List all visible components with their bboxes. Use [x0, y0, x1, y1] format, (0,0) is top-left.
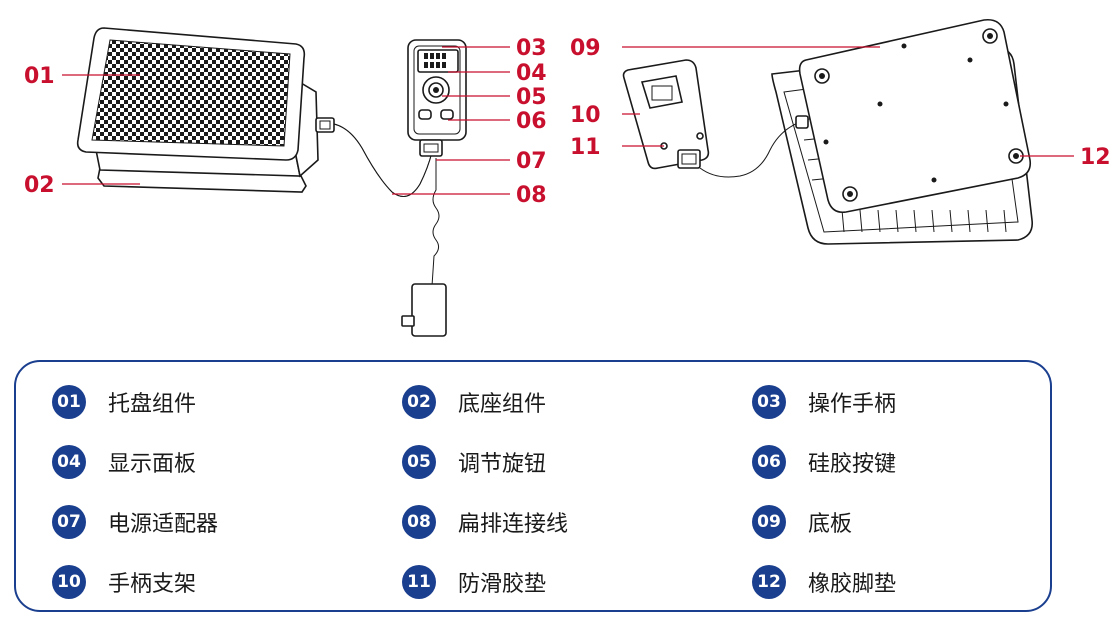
legend-badge: 06	[752, 445, 786, 479]
legend-item: 06 硅胶按键	[752, 442, 1082, 482]
legend-badge: 02	[402, 385, 436, 419]
bottom-view-assembly	[699, 18, 1034, 245]
legend-item: 08 扁排连接线	[402, 502, 752, 542]
legend-label: 扁排连接线	[458, 512, 569, 537]
callout-01: 01	[24, 64, 55, 89]
legend-item: 05 调节旋钮	[402, 442, 752, 482]
callout-09: 09	[570, 36, 601, 61]
legend-item: 11 防滑胶垫	[402, 562, 752, 602]
legend-badge: 11	[402, 565, 436, 599]
legend-badge: 03	[752, 385, 786, 419]
legend-badge: 01	[52, 385, 86, 419]
legend-label: 硅胶按键	[808, 452, 897, 477]
legend-label: 防滑胶垫	[458, 572, 547, 597]
legend-label: 底座组件	[458, 392, 547, 417]
callout-02: 02	[24, 173, 55, 198]
legend-label: 手柄支架	[108, 572, 197, 597]
legend-item: 04 显示面板	[52, 442, 402, 482]
legend-badge: 07	[52, 505, 86, 539]
callout-04: 04	[516, 61, 547, 86]
callout-10: 10	[570, 103, 601, 128]
callout-leaders	[62, 46, 1074, 195]
callout-03: 03	[516, 36, 547, 61]
callout-11: 11	[570, 135, 601, 160]
legend-label: 调节旋钮	[458, 452, 547, 477]
legend-label: 橡胶脚垫	[808, 572, 897, 597]
tray-base-assembly	[76, 27, 335, 193]
legend-label: 电源适配器	[108, 512, 219, 537]
legend-item: 07 电源适配器	[52, 502, 402, 542]
legend-label: 操作手柄	[808, 392, 897, 417]
legend-badge: 08	[402, 505, 436, 539]
callout-08: 08	[516, 183, 547, 208]
callout-12: 12	[1080, 145, 1111, 170]
legend-badge: 05	[402, 445, 436, 479]
legend-label: 显示面板	[108, 452, 197, 477]
control-handle	[407, 39, 467, 157]
legend-badge: 12	[752, 565, 786, 599]
callout-06: 06	[516, 109, 547, 134]
power-adapter	[401, 158, 447, 337]
legend-item: 09 底板	[752, 502, 1082, 542]
product-diagram: 01 02 03 04 05 06 07 08 09 10 11 12	[24, 18, 1111, 337]
legend-item: 03 操作手柄	[752, 382, 1082, 422]
legend-badge: 09	[752, 505, 786, 539]
legend-item: 10 手柄支架	[52, 562, 402, 602]
legend-item: 01 托盘组件	[52, 382, 402, 422]
legend-label: 底板	[808, 512, 853, 537]
legend-item: 12 橡胶脚垫	[752, 562, 1082, 602]
handle-bracket	[622, 59, 710, 170]
legend-label: 托盘组件	[108, 392, 197, 417]
parts-legend: 01 托盘组件 02 底座组件 03 操作手柄 04 显示面板 05 调节旋钮 …	[14, 360, 1052, 612]
legend-badge: 04	[52, 445, 86, 479]
legend-badge: 10	[52, 565, 86, 599]
legend-item: 02 底座组件	[402, 382, 752, 422]
callout-05: 05	[516, 85, 547, 110]
callout-07: 07	[516, 149, 547, 174]
